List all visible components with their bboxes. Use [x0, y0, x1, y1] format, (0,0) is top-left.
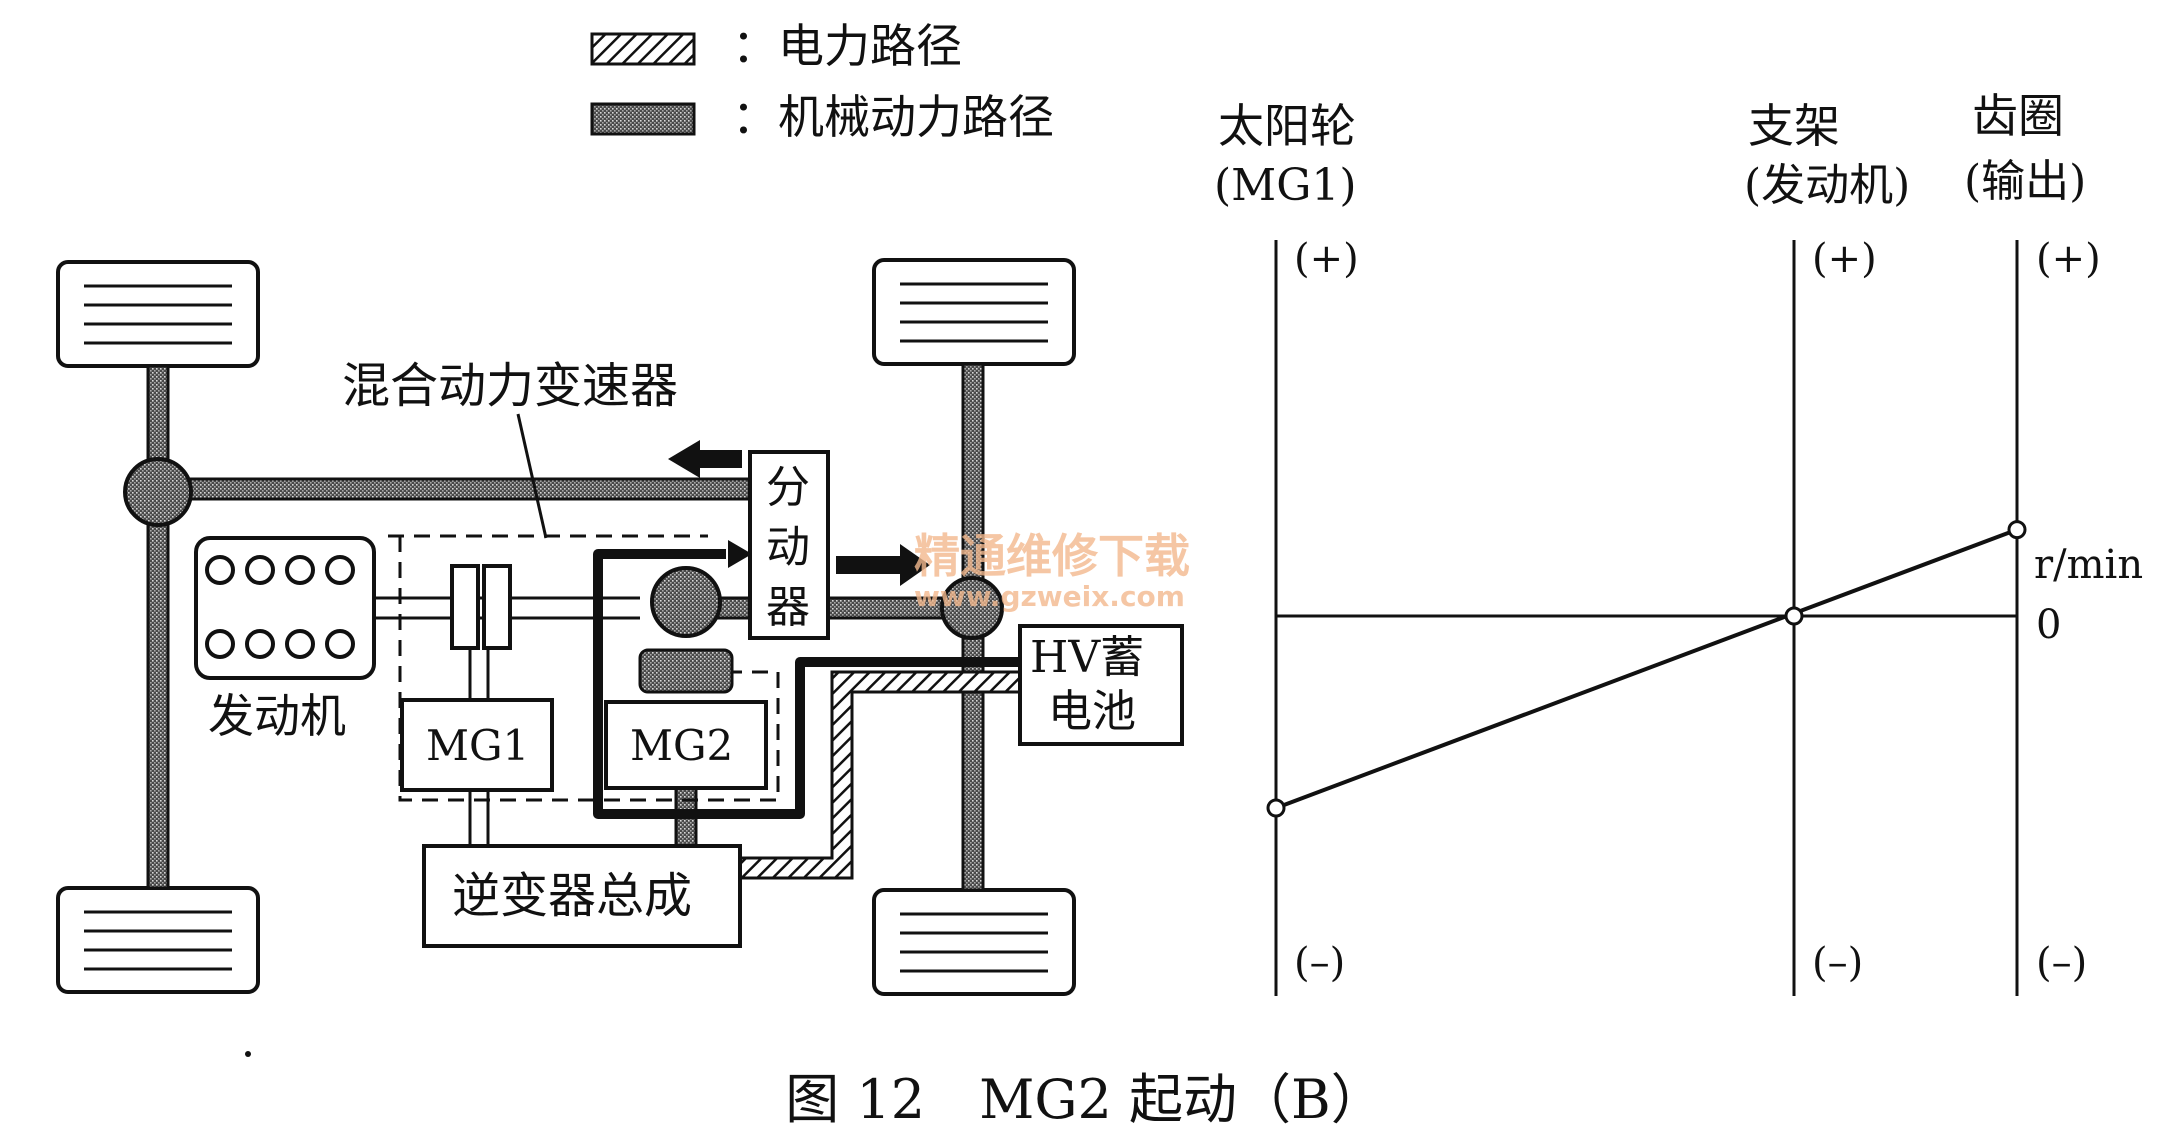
axis-carrier-name: 支架: [1748, 99, 1840, 153]
axis-carrier-sub: (发动机): [1744, 160, 1910, 211]
carrier-speed-point: [1784, 606, 1804, 626]
axis-ring-plus: (+): [2036, 236, 2101, 282]
axis-ring-name: 齿圈: [1972, 89, 2064, 143]
hybrid-transaxle-boundary: [388, 534, 780, 802]
hv-battery-label-line1: HV蓄: [1030, 632, 1144, 683]
legend-mechanical-label: ：机械动力路径: [732, 90, 1054, 144]
right-differential-icon: [940, 576, 1004, 640]
legend: ：电力路径 ：机械动力路径: [590, 19, 1054, 144]
watermark-line2: www.gzweix.com: [914, 580, 1185, 613]
engine-label: 发动机: [208, 689, 346, 743]
watermark: 精通维修下载 www.gzweix.com: [914, 529, 1190, 613]
figure-caption: 图 12 MG2 起动（B）: [785, 1068, 1385, 1130]
drivetrain-diagram: 发动机 混合动力变速器 MG1 MG2: [56, 258, 1184, 1057]
left-differential-icon: [123, 457, 193, 527]
inverter-box: [422, 844, 742, 948]
hv-battery-label-line2: 电池: [1048, 686, 1136, 737]
axis-sun-sub: (MG1): [1214, 160, 1357, 211]
nomograph: 太阳轮 (MG1) 支架 (发动机) 齿圈 (输出) (+) (+) (+) (…: [1214, 89, 2143, 996]
mg1-box: [400, 698, 554, 792]
front-drive-arrow-icon: [668, 440, 742, 478]
inverter-label: 逆变器总成: [452, 868, 692, 924]
mg1-shaft: [468, 648, 490, 700]
axis-sun-name: 太阳轮: [1218, 99, 1356, 153]
axis-carrier-minus: (–): [1812, 940, 1863, 986]
damper-icon: [450, 564, 512, 650]
ring-speed-point: [2007, 520, 2027, 540]
mg2-label: MG2: [630, 721, 733, 770]
legend-electric-swatch: [590, 32, 696, 66]
mg1-label: MG1: [426, 721, 529, 770]
route-arrowhead-icon: [728, 540, 752, 568]
engine-icon: [194, 536, 376, 680]
mg2-reduction-gear-icon: [638, 648, 734, 694]
legend-mechanical-swatch: [590, 102, 696, 136]
left-axle: [146, 364, 170, 890]
sun-speed-point: [1266, 798, 1286, 818]
power-split-gear-icon: [650, 566, 722, 638]
stray-dot: [245, 1051, 251, 1057]
hv-battery-box: [1018, 624, 1184, 746]
front-propeller-shaft: [188, 477, 752, 501]
transfer-label-char-1: 分: [766, 462, 810, 513]
axis-ring-minus: (–): [2036, 940, 2087, 986]
rear-drive-arrow-icon: [836, 544, 930, 586]
legend-electric-label: ：电力路径: [732, 19, 962, 73]
transfer-box: [748, 450, 830, 640]
wheel-rear-left-icon: [56, 886, 260, 994]
watermark-line1: 精通维修下载: [914, 529, 1190, 583]
wheel-front-left-icon: [56, 260, 260, 368]
axis-ring-sub: (输出): [1964, 156, 2086, 207]
hybrid-transaxle-leader: [516, 413, 548, 539]
zero-speed-label: 0: [2036, 602, 2061, 648]
wheel-rear-right-icon: [872, 888, 1076, 996]
wheel-front-right-icon: [872, 258, 1076, 366]
hybrid-transaxle-label: 混合动力变速器: [342, 358, 678, 414]
mg2-power-flow-route: [593, 549, 1018, 819]
mg1-inverter-link: [468, 790, 490, 846]
speed-line: [1275, 527, 2018, 810]
transfer-label-char-3: 器: [766, 582, 810, 633]
axis-sun-plus: (+): [1294, 236, 1359, 282]
axis-sun-minus: (–): [1294, 940, 1345, 986]
axis-carrier-plus: (+): [1812, 236, 1877, 282]
mg2-box: [604, 700, 768, 790]
speed-unit-label: r/min: [2034, 542, 2143, 588]
transfer-label-char-2: 动: [766, 522, 810, 573]
